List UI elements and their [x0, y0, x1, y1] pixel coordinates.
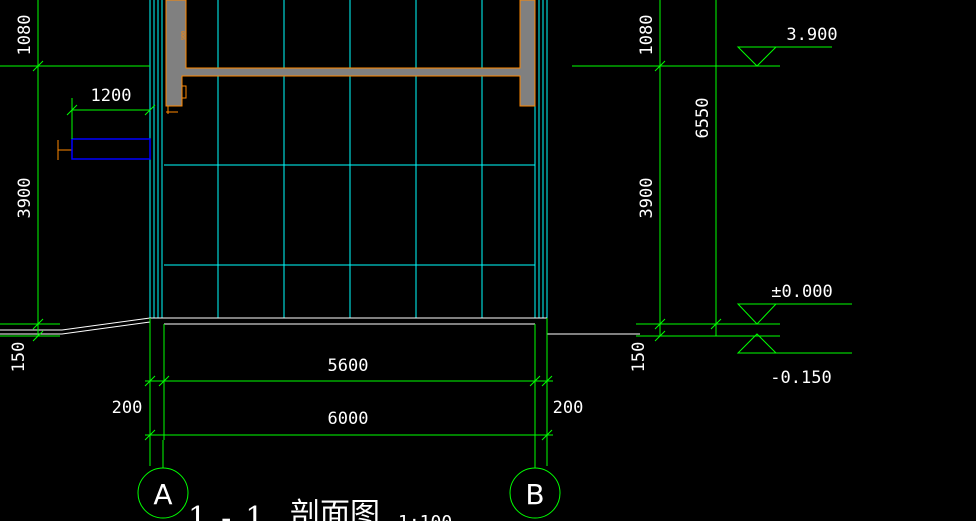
dim-tick: [158, 375, 170, 387]
dim-tick: [144, 104, 156, 116]
dim-tick: [654, 60, 666, 72]
dim-tick: [710, 318, 722, 330]
glass-wall: [149, 0, 548, 318]
small-markers: [57, 20, 187, 160]
dim-tick: [66, 104, 78, 116]
canopy: [71, 138, 151, 160]
dim-right-bottom: 150: [629, 342, 649, 373]
dim-right-total: 6550: [693, 98, 713, 139]
section-number: 1-1: [188, 501, 278, 521]
dim-tick: [32, 330, 44, 342]
section-title: 剖面图: [290, 497, 380, 521]
dim-tick: [541, 375, 553, 387]
canopy-slab: [71, 138, 151, 160]
dim-tick: [144, 429, 156, 441]
tiny-dimension: 900: [181, 31, 187, 40]
right-dimensions: [572, 0, 780, 342]
dim-inner-span: 5600: [328, 356, 369, 376]
level-top-value: 3.900: [786, 25, 837, 45]
dim-tick: [654, 318, 666, 330]
dim-outer-span: 6000: [328, 409, 369, 429]
dim-offset-right: 200: [553, 398, 584, 418]
bottom-dimensions: [137, 318, 561, 519]
marker-box: [181, 85, 187, 99]
dim-offset-left: 200: [112, 398, 143, 418]
elevation-markers: [736, 46, 852, 354]
dim-canopy-width: 1200: [91, 86, 132, 106]
dim-tick: [529, 375, 541, 387]
section-scale: 1:100: [398, 512, 452, 521]
dim-right-top: 1080: [637, 15, 657, 56]
level-triangle-top: [736, 46, 778, 67]
dim-tick: [144, 375, 156, 387]
dim-tick: [541, 429, 553, 441]
level-triangle-base: [736, 333, 778, 354]
ramp-line: [0, 317, 151, 331]
dim-right-mid: 3900: [637, 178, 657, 219]
left-dimensions: [0, 0, 156, 342]
level-base-value: -0.150: [770, 368, 831, 388]
axis-label-b: B: [525, 478, 544, 511]
dim-left-top: 1080: [15, 15, 35, 56]
ramp-line: [0, 321, 151, 335]
concrete-frame: [165, 0, 536, 107]
dim-left-bottom: 150: [9, 342, 29, 373]
dim-tick: [654, 330, 666, 342]
dim-tick: [32, 318, 44, 330]
dim-left-mid: 3900: [15, 178, 35, 219]
level-ground-value: ±0.000: [771, 282, 832, 302]
level-triangle-ground: [736, 303, 778, 325]
axis-label-a: A: [153, 478, 172, 511]
dim-tick: [32, 60, 44, 72]
ground-lines: [0, 317, 640, 335]
